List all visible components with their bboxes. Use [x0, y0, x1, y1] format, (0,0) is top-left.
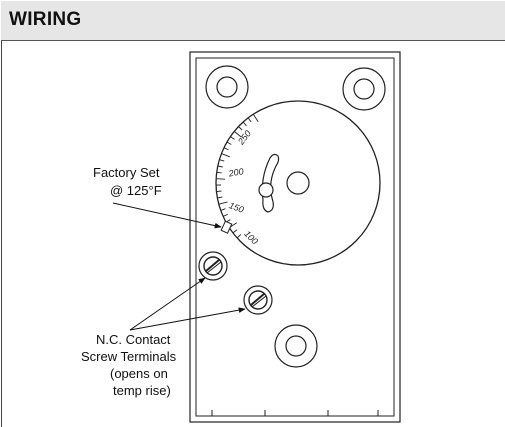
- section-header: WIRING: [1, 1, 505, 41]
- factory-set-line2: @ 125°F: [110, 183, 162, 198]
- contact-line4: temp rise): [113, 383, 171, 398]
- contact-line2: Screw Terminals: [81, 349, 177, 364]
- dial-tick: [218, 201, 228, 205]
- dial-tick: [221, 153, 230, 158]
- mounting-hole-top-left: [205, 65, 249, 109]
- dial-tick: [247, 117, 252, 123]
- section-title: WIRING: [9, 9, 82, 30]
- factory-set-line1: Factory Set: [93, 165, 160, 180]
- dial-tick: [238, 126, 243, 131]
- dial-tick: [230, 136, 235, 140]
- dial-tick: [217, 165, 223, 168]
- dial-tick: [252, 113, 259, 123]
- temperature-dial: 250 200 150 100: [215, 100, 381, 266]
- contact-line1: N.C. Contact: [96, 332, 171, 347]
- scale-label-200: 200: [227, 166, 245, 179]
- mounting-hole-top-right: [342, 67, 386, 111]
- dial-tick: [216, 171, 222, 174]
- factory-set-callout: Factory Set @ 125°F: [93, 165, 222, 229]
- dial-tick: [220, 208, 226, 211]
- dial-tick: [236, 234, 242, 239]
- dial-tick: [217, 196, 223, 199]
- dial-tick: [222, 213, 228, 217]
- dial-tick: [242, 121, 247, 127]
- contact-arrow-right: [129, 307, 246, 331]
- factory-set-arrow: [112, 202, 222, 229]
- dial-tick: [234, 131, 242, 138]
- screw-terminal-right: [243, 285, 273, 315]
- screw-terminal-left: [198, 251, 228, 281]
- dial-tick: [216, 190, 222, 193]
- contact-arrow-left: [129, 277, 206, 331]
- dial-tick: [226, 141, 232, 145]
- factory-set-marker: [220, 220, 233, 234]
- contact-terminals-callout: N.C. Contact Screw Terminals (opens on t…: [81, 277, 246, 398]
- contact-line3: (opens on: [110, 366, 168, 381]
- dial-tick: [219, 159, 225, 162]
- dial-tick: [232, 229, 238, 234]
- adjustment-pointer: [261, 153, 280, 213]
- scale-label-150: 150: [228, 200, 246, 215]
- dial-tick: [223, 147, 229, 151]
- dial-tick: [216, 178, 226, 180]
- mounting-hole-bottom: [274, 324, 318, 368]
